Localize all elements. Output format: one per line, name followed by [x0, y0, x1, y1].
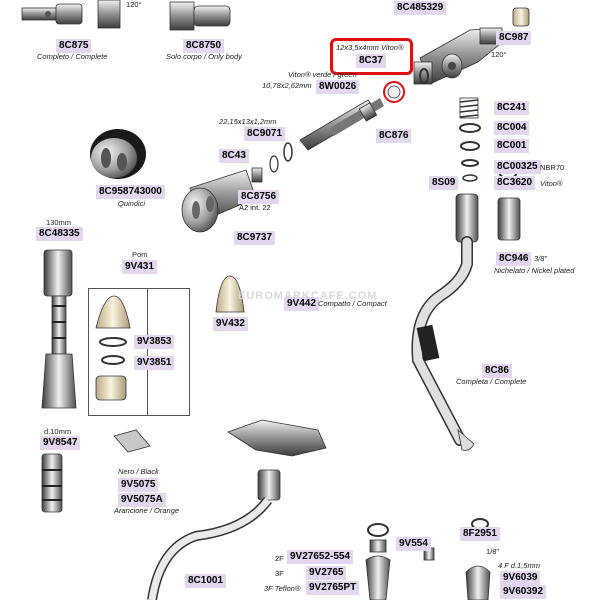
part-note-8c875: Completo / Complete	[37, 52, 108, 61]
angle-label-120-left: 120°	[126, 0, 142, 9]
part-note-9v5075: Nero / Black	[118, 467, 159, 476]
part-code-8c241: 8C241	[494, 101, 530, 115]
part-note-9v27652-554: 2F	[275, 554, 284, 563]
part-8c37-highlight-box	[330, 38, 413, 75]
part-note-9v2765pt: 3F Teflon®	[264, 584, 301, 593]
knob-8c958743000-drawing	[90, 129, 146, 179]
part-note-8c8756: A2 int. 22	[239, 203, 271, 212]
part-code-8c875: 8C875	[56, 39, 92, 53]
ferrule-8s09-drawing	[462, 174, 478, 182]
part-code-8f2951: 8F2951	[460, 527, 500, 541]
part-code-9v3851: 9V3851	[134, 356, 175, 370]
part-code-8c86: 8C86	[482, 364, 512, 378]
part-code-8c004: 8C004	[494, 121, 530, 135]
part-note-8w0026: Viton® verde / green	[288, 70, 357, 79]
part-code-8s09: 8S09	[429, 176, 459, 190]
part-note-8c00325: NBR70	[540, 163, 565, 172]
part-code-8c485329: 8C485329	[394, 1, 447, 15]
part-note-8c958743000: Quindici	[118, 199, 146, 208]
angle-label-120-right: 120°	[491, 50, 507, 59]
part-code-8c48335: 8C48335	[36, 227, 83, 241]
nut-8c946-drawing	[497, 197, 521, 241]
steam-pipe-8c1001-drawing	[147, 419, 327, 600]
part-code-8c8750: 8C8750	[183, 39, 225, 53]
part-code-8c37: 8C37	[356, 54, 386, 68]
part-note-8c86: Completa / Complete	[456, 377, 527, 386]
part-code-8c43: 8C43	[219, 149, 249, 163]
watermark: EUROMARKCAFE.COM	[238, 290, 378, 302]
tip-9v6039-drawing	[465, 565, 491, 600]
tip-9v432-drawing	[215, 275, 245, 313]
part-code-8c876: 8C876	[376, 129, 412, 143]
part-code-8c001: 8C001	[494, 139, 530, 153]
body-8c8750-drawing	[169, 1, 231, 31]
part-code-8c958743000: 8C958743000	[96, 185, 165, 199]
part-note-8c48335: 130mm	[46, 218, 72, 227]
part-note-8c9071: 22,15x13x1,2mm	[219, 117, 277, 126]
part-code-9v5075: 9V5075	[118, 478, 159, 492]
spring-8c241-drawing	[459, 97, 479, 119]
fitting-8c875-drawing	[21, 3, 83, 25]
knob-8c9737-drawing	[181, 169, 257, 233]
part-code-9v60392: 9V60392	[500, 585, 547, 599]
part-code-9v432: 9V432	[213, 317, 248, 331]
oring-8w0026-drawing	[419, 68, 429, 84]
part-note-9v2765: 3F	[275, 569, 284, 578]
part-code-8c9737: 8C9737	[234, 231, 276, 245]
part-note-8c8750: Solo corpo / Only body	[166, 52, 242, 61]
part-code-9v2765: 9V2765	[306, 566, 347, 580]
tip-9v554-drawing	[365, 523, 391, 600]
cap-8c987-drawing	[512, 7, 530, 27]
part-note-9v431: Pom	[132, 250, 148, 259]
part-8c37-highlight-circle	[383, 81, 405, 103]
part-code-8c9071: 8C9071	[244, 127, 286, 141]
part-code-8w0026: 8W0026	[316, 80, 360, 94]
nut-8c43-drawing	[251, 167, 263, 183]
part-code-9v554: 9V554	[396, 537, 431, 551]
part-note2-8w0026: 10,78x2,62mm	[262, 81, 312, 90]
thread-label-1-8: 1/8"	[486, 547, 500, 556]
part-note-9v442: Compatto / Compact	[318, 299, 387, 308]
oring-8c00325-drawing	[461, 159, 479, 167]
part-code-9v6039: 9V6039	[500, 571, 541, 585]
part-note-8c3620: Viton®	[540, 179, 563, 188]
part-code-9v27652-554: 9V27652-554	[287, 550, 354, 564]
tips-inset-labels-frame	[148, 288, 190, 416]
part-9v8547-drawing	[41, 453, 63, 513]
part-note-9v6039: 4 F d.1,5mm	[498, 561, 540, 570]
part-code-9v442: 9V442	[284, 297, 319, 311]
part-code-9v2765pt: 9V2765PT	[306, 581, 360, 595]
shaft-8c876-drawing	[299, 98, 384, 151]
part-code-9v5075a: 9V5075A	[118, 493, 166, 507]
part-code-8c946: 8C946	[496, 252, 532, 266]
washer-8c001-drawing	[460, 141, 480, 151]
part-code-8c3620: 8C3620	[494, 176, 536, 190]
washer-8c004-drawing	[459, 123, 481, 133]
fitting-top-partial-drawing	[97, 0, 121, 29]
part-code-9v431: 9V431	[122, 260, 157, 274]
part-note-9v5075a: Arancione / Orange	[114, 506, 180, 515]
part-note2-8c946: Nichelato / Nickel plated	[494, 266, 575, 275]
clip-9v5075-drawing	[113, 429, 151, 453]
tips-inset-frame	[88, 288, 148, 416]
tip-9v3853-drawing	[95, 295, 131, 347]
part-code-8c00325: 8C00325	[494, 160, 541, 174]
part-code-8c8756: 8C8756	[238, 190, 280, 204]
steam-wand-8c86-drawing	[411, 193, 479, 451]
part-code-8c1001: 8C1001	[185, 574, 227, 588]
part-code-8c987: 8C987	[496, 31, 532, 45]
part-note-9v8547: d.10mm	[44, 427, 72, 436]
clip-8c8756-drawing	[269, 155, 279, 173]
part-note-8c946: 3/8"	[534, 254, 548, 263]
tip-9v3851-drawing	[95, 355, 127, 401]
washer-8c9071-drawing	[283, 142, 293, 162]
part-code-9v8547: 9V8547	[40, 436, 81, 450]
part-note-8c37: 12x3,5x4mm Viton®	[336, 43, 404, 52]
valve-body-8c485329-drawing	[413, 27, 506, 85]
part-code-9v3853: 9V3853	[134, 335, 175, 349]
tube-8c48335-drawing	[41, 249, 77, 409]
